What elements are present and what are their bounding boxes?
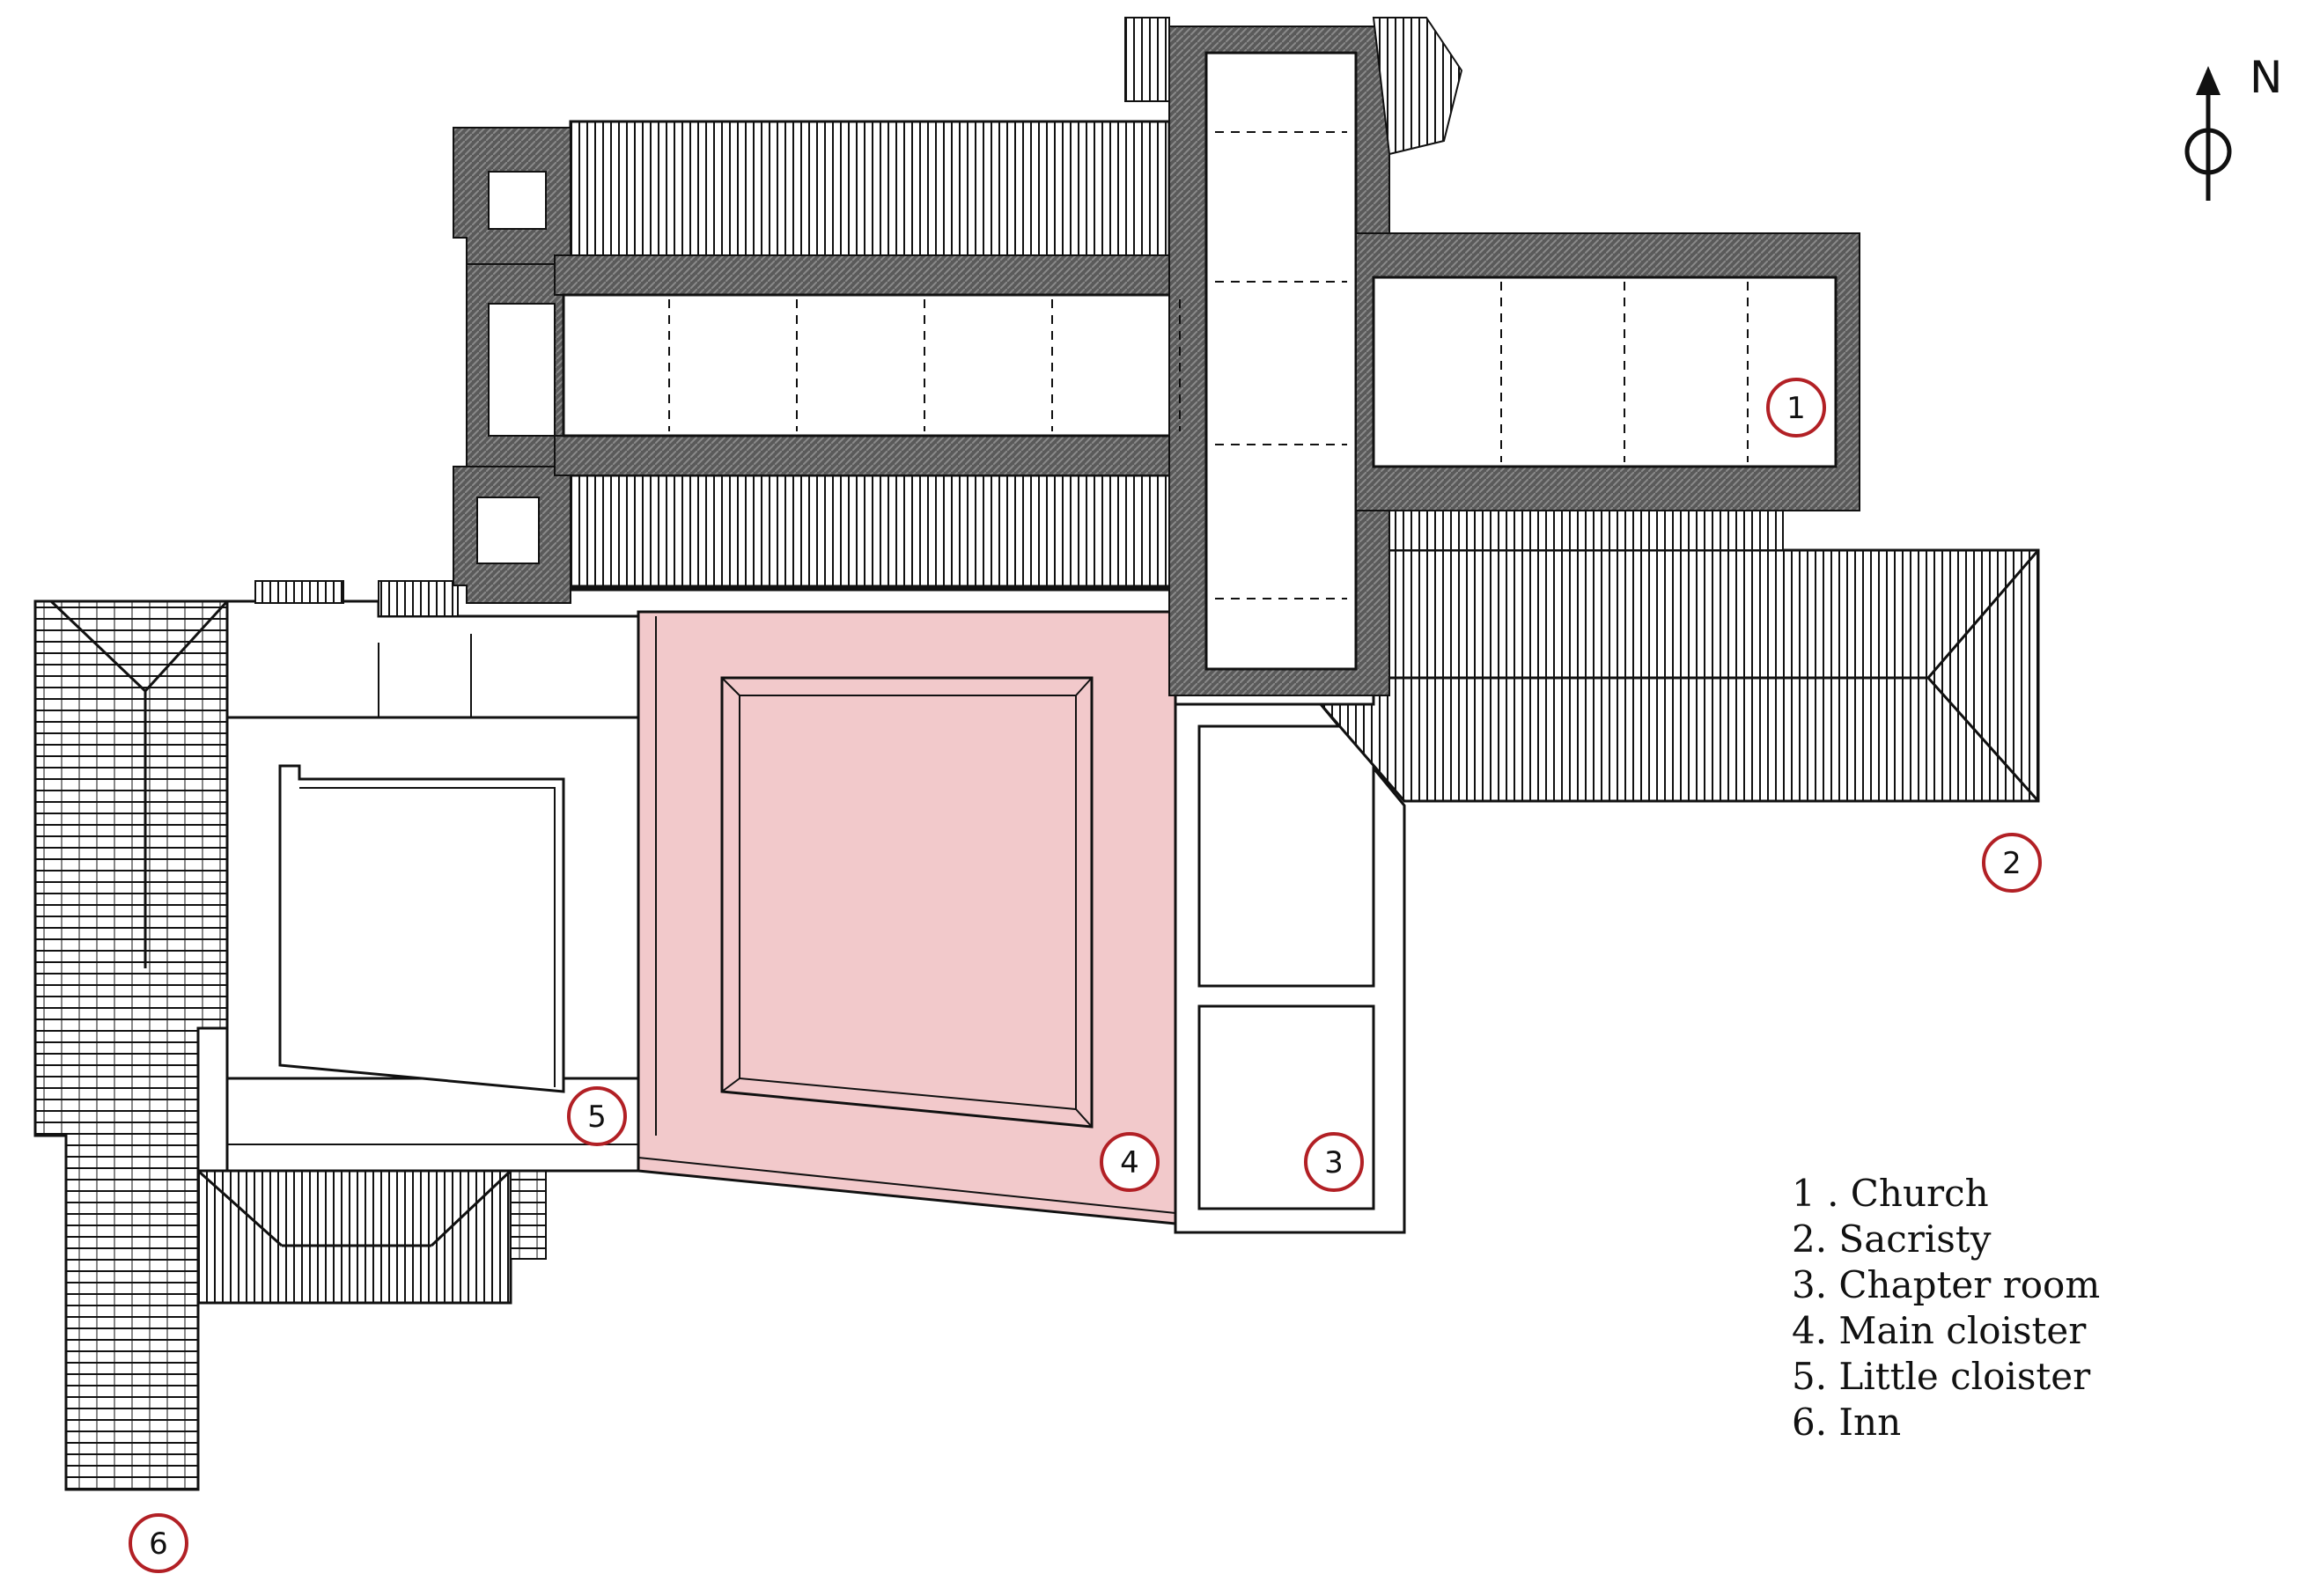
marker-number: 1 <box>1786 391 1806 426</box>
legend-item-chapter-room: 3. Chapter room <box>1792 1263 2101 1306</box>
marker-main-cloister: 4 <box>1100 1132 1160 1192</box>
marker-number: 6 <box>149 1526 168 1562</box>
legend-item-main-cloister: 4. Main cloister <box>1792 1309 2087 1352</box>
marker-inn: 6 <box>129 1513 188 1573</box>
legend-item-church: 1 . Church <box>1792 1172 1989 1215</box>
sacristy <box>1317 508 2040 803</box>
marker-number: 3 <box>1324 1145 1344 1180</box>
legend-item-sacristy: 2. Sacristy <box>1792 1217 1992 1261</box>
marker-number: 2 <box>2002 846 2022 881</box>
little-cloister <box>225 580 640 1173</box>
marker-sacristy: 2 <box>1982 833 2042 893</box>
inn-building <box>33 599 229 1491</box>
north-arrow-icon: N <box>2184 52 2282 201</box>
inn-wing-south <box>196 1169 547 1305</box>
marker-church: 1 <box>1766 378 1826 438</box>
marker-number: 5 <box>587 1100 607 1135</box>
main-cloister <box>637 610 1177 1225</box>
marker-number: 4 <box>1120 1145 1139 1180</box>
legend-item-inn: 6. Inn <box>1792 1401 1902 1444</box>
church <box>453 17 1860 696</box>
legend-item-little-cloister: 5. Little cloister <box>1792 1355 2091 1398</box>
marker-little-cloister: 5 <box>567 1086 627 1146</box>
north-label: N <box>2250 52 2282 103</box>
chapter-room <box>1174 702 1406 1234</box>
marker-chapter-room: 3 <box>1304 1132 1364 1192</box>
legend: 1 . Church 2. Sacristy 3. Chapter room 4… <box>1792 1171 2100 1445</box>
